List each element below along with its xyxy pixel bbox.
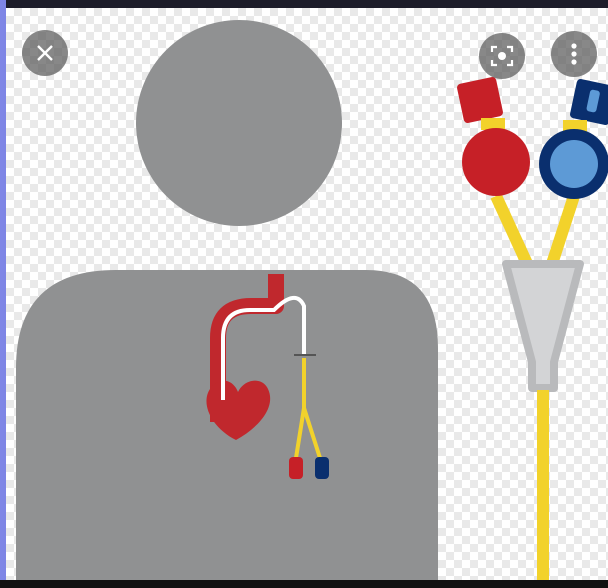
top-strip (6, 0, 608, 8)
small-blue-cap (315, 457, 329, 479)
visual-search-button[interactable] (479, 33, 525, 79)
small-red-cap (289, 457, 303, 479)
image-stage (6, 8, 608, 580)
detail-hub (506, 264, 580, 388)
more-options-button[interactable] (551, 31, 597, 77)
close-button[interactable] (22, 30, 68, 76)
catheter-top-cap (268, 274, 284, 286)
detail-right-lumen (550, 196, 574, 270)
lens-icon (489, 43, 515, 69)
detail-red-port (462, 128, 530, 196)
central-line-illustration (6, 8, 608, 580)
detail-blue-port (550, 140, 598, 188)
head (136, 20, 342, 226)
person-silhouette (16, 20, 438, 580)
bottom-bar (0, 580, 608, 588)
catheter-detail (456, 76, 608, 580)
more-vertical-icon (569, 42, 579, 66)
detail-left-lumen (496, 196, 530, 270)
close-icon (34, 42, 56, 64)
detail-red-cap (456, 76, 503, 123)
